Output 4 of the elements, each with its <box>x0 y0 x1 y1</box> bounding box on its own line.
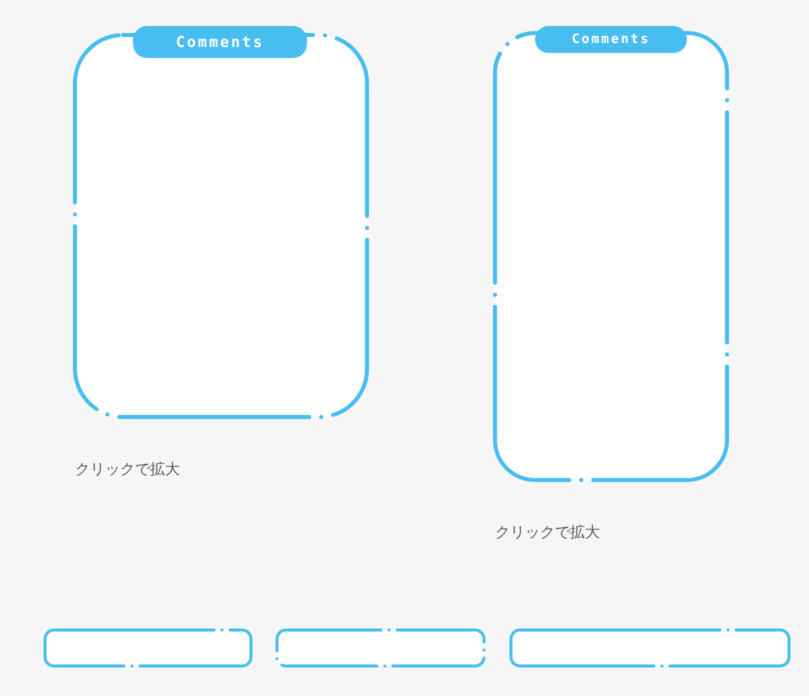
heading-badge: Comments <box>535 26 687 53</box>
node-label: クリックで拡大 <box>75 460 180 479</box>
node-label: クリックで拡大 <box>495 523 600 542</box>
heading-badge: Comments <box>133 26 307 58</box>
